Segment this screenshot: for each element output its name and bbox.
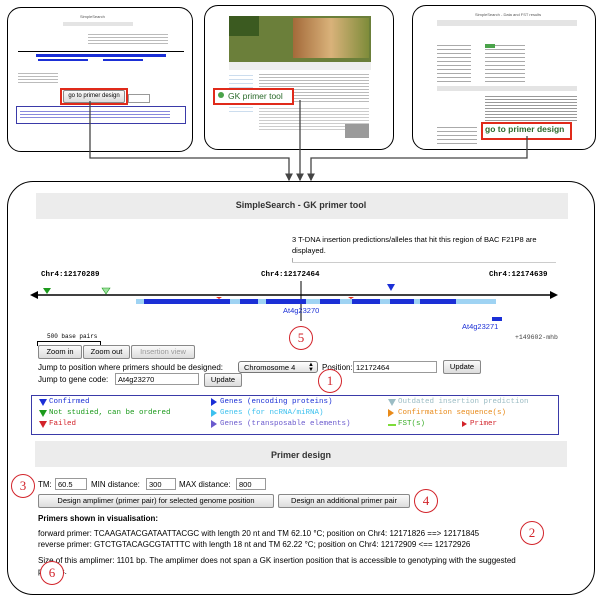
forward-primer-text: forward primer: TCAAGATACGATAATTACGC wit…	[38, 529, 480, 538]
callout-4: 4	[414, 489, 438, 513]
update-gene-button[interactable]: Update	[204, 373, 242, 387]
scale-bar-label: 500 base pairs	[47, 333, 98, 340]
thumbnail-left-title: SimpleSearch	[80, 14, 105, 19]
chromosome-select-value: Chromosome 4	[244, 363, 296, 372]
gene-ncrna-icon	[211, 409, 217, 417]
connector-arrows	[89, 100, 528, 182]
thumbnail-right: SimpleSearch - Data and FST results go t…	[412, 5, 596, 150]
callout-5: 5	[289, 326, 313, 350]
tm-input[interactable]: 60.5	[55, 478, 87, 490]
legend	[31, 395, 559, 435]
confirmation-seq-icon	[388, 409, 394, 417]
fst-icon	[388, 424, 396, 426]
select-arrows-icon: ▲▼	[308, 362, 314, 373]
callout-1: 1	[318, 369, 342, 393]
zoom-in-button[interactable]: Zoom in	[38, 345, 82, 359]
primer-design-band	[35, 441, 567, 467]
thumbnail-left: SimpleSearch go to primer design	[7, 7, 193, 152]
gk-primer-tool-link[interactable]: GK primer tool	[228, 91, 283, 101]
max-distance-input[interactable]: 800	[236, 478, 266, 490]
insertion-info: 3 T-DNA insertion predictions/alleles th…	[292, 235, 537, 255]
go-to-primer-design-button-right[interactable]: go to primer design	[485, 124, 565, 134]
primer-icon	[462, 421, 467, 427]
confirmed-icon	[39, 399, 47, 406]
design-amplimer-button[interactable]: Design amplimer (primer pair) for select…	[38, 494, 274, 508]
callout-6: 6	[40, 561, 64, 585]
amplimer-size-text: Size of this amplimer: 1101 bp. The ampl…	[38, 556, 516, 576]
gene-protein-icon	[211, 398, 217, 406]
gene-label-main[interactable]: At4g23270	[283, 306, 320, 315]
reverse-primer-text: reverse primer: GTCTGTACAGCGTATTTC with …	[38, 540, 471, 549]
jump-gene-label: Jump to gene code:	[38, 375, 109, 384]
go-to-primer-design-button-left[interactable]: go to primer design	[63, 90, 125, 103]
scale-bar	[37, 341, 101, 346]
min-distance-input[interactable]: 300	[146, 478, 176, 490]
design-additional-primer-button[interactable]: Design an additional primer pair	[278, 494, 410, 508]
failed-icon	[39, 421, 47, 428]
jump-position-label: Jump to position where primers should be…	[38, 363, 223, 372]
position-input[interactable]: 12172464	[353, 361, 437, 373]
gk-primer-tool-panel: SimpleSearch - GK primer tool	[7, 181, 595, 595]
legend-genes-ncrna: Genes (for ncRNA/miRNA)	[220, 409, 324, 417]
legend-fst: FST(s)	[398, 420, 426, 428]
coord-center: Chr4:12172464	[261, 271, 320, 279]
min-distance-label: MIN distance:	[91, 480, 140, 489]
gene-label-second[interactable]: At4g23271	[462, 322, 499, 331]
max-distance-label: MAX distance:	[179, 480, 231, 489]
gene-te-icon	[211, 420, 217, 428]
callout-3: 3	[11, 474, 35, 498]
primers-heading: Primers shown in visualisation:	[38, 514, 159, 523]
gene-code-input[interactable]: At4g23270	[115, 373, 199, 385]
coord-right: Chr4:12174639	[489, 271, 548, 279]
chromosome-select[interactable]: Chromosome 4 ▲▼	[238, 361, 318, 373]
insertion-view-button[interactable]: Insertion view	[131, 345, 195, 359]
title-band	[36, 193, 568, 219]
thumbnail-right-title: SimpleSearch - Data and FST results	[475, 12, 542, 17]
outdated-icon	[388, 399, 396, 406]
not-studied-icon	[39, 410, 47, 417]
legend-not-studied: Not studied, can be ordered	[49, 409, 171, 417]
zoom-out-button[interactable]: Zoom out	[83, 345, 130, 359]
right-note: +149602-mhb	[515, 334, 558, 341]
tm-label: TM:	[38, 480, 52, 489]
legend-failed: Failed	[49, 420, 77, 428]
legend-confirmation-seq: Confirmation sequence(s)	[398, 409, 507, 417]
page-title: SimpleSearch - GK primer tool	[235, 200, 367, 210]
legend-primer: Primer	[470, 420, 498, 428]
legend-confirmed: Confirmed	[49, 398, 90, 406]
legend-outdated: Outdated insertion prediction	[398, 398, 529, 406]
legend-genes-te: Genes (transposable elements)	[220, 420, 351, 428]
legend-genes-protein: Genes (encoding proteins)	[220, 398, 333, 406]
gk-primer-tool-link-box[interactable]: GK primer tool	[213, 88, 294, 105]
genome-track	[30, 281, 558, 321]
position-label: Position:	[322, 363, 353, 372]
thumbnail-middle: GK primer tool	[204, 5, 394, 150]
primer-design-heading: Primer design	[270, 450, 332, 460]
update-position-button[interactable]: Update	[443, 360, 481, 374]
coord-left: Chr4:12170289	[41, 271, 100, 279]
callout-2: 2	[520, 521, 544, 545]
